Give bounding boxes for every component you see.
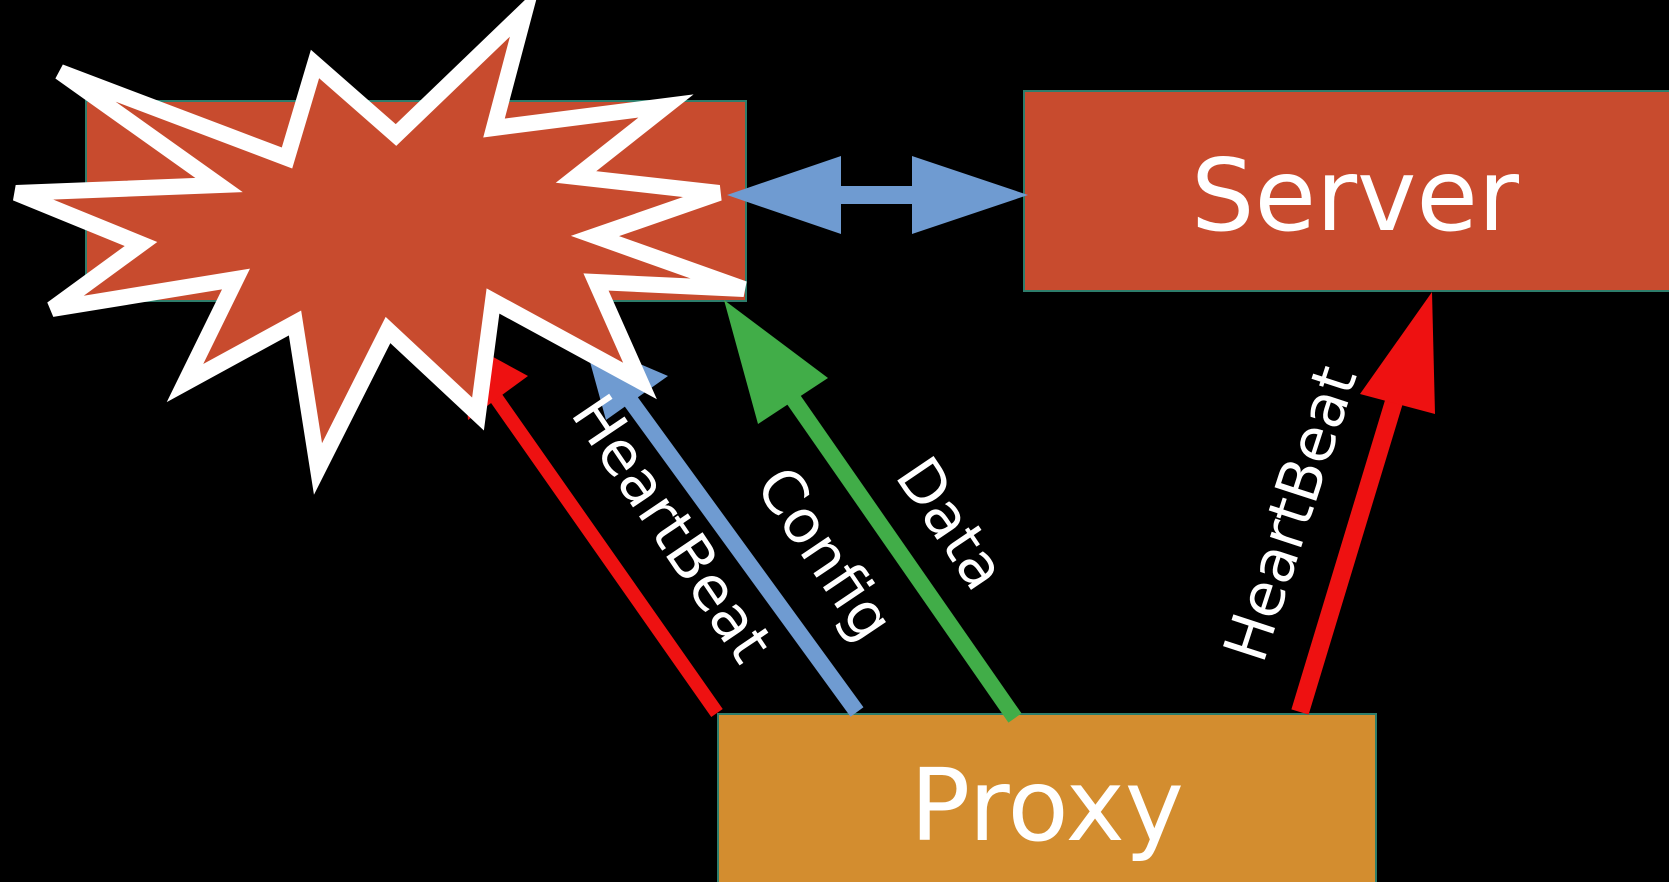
explosion-icon [12, 0, 747, 495]
proxy-box [717, 713, 1377, 882]
server-node[interactable]: Server [1023, 90, 1669, 292]
server-label: Server [1191, 137, 1520, 254]
edge-heartbeat-to-server [1291, 292, 1435, 715]
data-line [773, 375, 1022, 723]
heartbeat-server-arrowhead [1360, 292, 1435, 414]
proxy-label: Proxy [910, 747, 1184, 864]
edge-data-to-broken [724, 300, 1022, 723]
heartbeat-line [481, 380, 723, 718]
heartbeat-server-line [1291, 392, 1405, 715]
server-box [1023, 90, 1669, 292]
config-line [612, 380, 864, 717]
double-arrow-link [727, 156, 1028, 234]
proxy-node[interactable]: Proxy [717, 713, 1377, 882]
data-arrowhead [724, 300, 828, 424]
